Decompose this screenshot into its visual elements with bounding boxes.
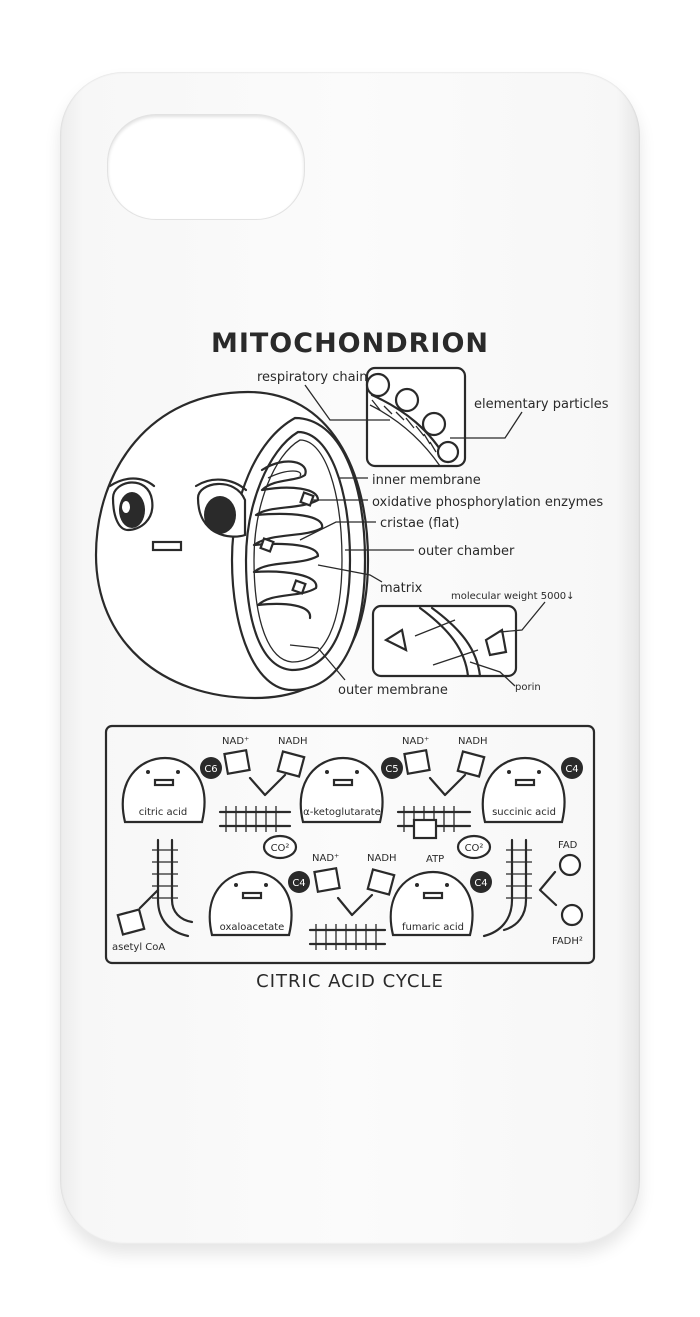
nadh-3: NADH: [367, 853, 397, 864]
label-matrix: matrix: [380, 581, 423, 596]
svg-text:C4: C4: [565, 764, 578, 775]
label-oxidative: oxidative phosphorylation enzymes: [372, 495, 603, 510]
svg-text:succinic acid: succinic acid: [492, 807, 556, 818]
molecule-citric: C6 citric acid: [121, 756, 222, 824]
mitochondrion-body: [94, 390, 370, 700]
label-porin: porin: [515, 682, 541, 693]
svg-text:C4: C4: [474, 878, 487, 889]
label-outer-chamber: outer chamber: [418, 544, 515, 559]
svg-text:α-ketoglutarate: α-ketoglutarate: [303, 807, 381, 818]
cycle-panel: [104, 724, 596, 965]
fadh: FADH²: [552, 936, 583, 947]
artwork-title: MITOCHONDRION: [211, 328, 489, 359]
co2-2: CO²: [465, 843, 484, 854]
label-respiratory-chain: respiratory chain: [257, 370, 367, 385]
svg-text:C4: C4: [292, 878, 305, 889]
label-cristae: cristae (flat): [380, 516, 459, 531]
camera-cutout: [108, 115, 304, 219]
nad-1: NAD⁺: [222, 736, 249, 747]
svg-text:C6: C6: [204, 764, 217, 775]
cycle-title: CITRIC ACID CYCLE: [256, 971, 444, 992]
nad-2: NAD⁺: [402, 736, 429, 747]
svg-text:fumaric acid: fumaric acid: [402, 922, 464, 933]
svg-text:C5: C5: [385, 764, 398, 775]
label-elementary-particles: elementary particles: [474, 397, 609, 412]
molecule-fumaric: C4 fumaric acid: [389, 870, 492, 937]
svg-text:citric acid: citric acid: [139, 807, 188, 818]
atp: ATP: [426, 854, 444, 865]
molecule-oxaloacetate: C4 oxaloacetate: [208, 870, 310, 937]
fad: FAD: [558, 840, 578, 851]
molecule-ketoglutarate: C5 α-ketoglutarate: [299, 756, 403, 824]
co2-1: CO²: [271, 843, 290, 854]
molecule-succinic: C4 succinic acid: [481, 756, 583, 824]
label-outer-membrane: outer membrane: [338, 683, 448, 698]
nad-3: NAD⁺: [312, 853, 339, 864]
inset-respiratory: [365, 366, 467, 468]
inset-porin: [371, 604, 518, 678]
label-molecular-weight: molecular weight 5000↓: [451, 591, 575, 602]
nadh-1: NADH: [278, 736, 308, 747]
acetyl-coa: asetyl CoA: [112, 942, 165, 953]
svg-text:oxaloacetate: oxaloacetate: [220, 922, 285, 933]
label-inner-membrane: inner membrane: [372, 473, 481, 488]
nadh-2: NADH: [458, 736, 488, 747]
